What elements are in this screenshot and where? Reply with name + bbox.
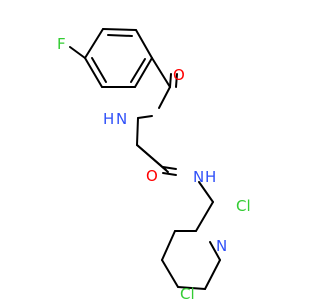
chlorine-label-2: Cl [180,285,195,300]
amide-h-label-2: H [205,168,216,186]
bond [84,57,103,88]
nitrogen-label-1: N [116,110,127,128]
bond [130,58,146,83]
fluorine-label: F [57,35,66,53]
bond [169,73,172,88]
ring-nitrogen-label: N [216,237,227,255]
bond [198,181,214,203]
bond [161,259,179,288]
fluorophenyl-ring [84,28,153,88]
chlorine-label-1: Cl [236,197,251,215]
bond [134,57,153,88]
bond [91,57,107,83]
bond [195,201,214,232]
nitrogen-label-2: N [193,168,204,186]
bond [136,144,169,173]
oxygen-label-1: O [173,66,185,84]
bond [162,172,177,176]
pyridine-ring [161,181,221,290]
bond [177,286,206,290]
bond [151,57,171,88]
bond [69,46,86,59]
bond [161,230,176,261]
molecule-diagram: F O H N O N H N Cl Cl [57,28,251,300]
bond [209,241,221,261]
bond [204,259,221,290]
bond [162,166,177,170]
structure-canvas: F O H N O N H N Cl Cl [57,28,251,300]
bond [158,86,171,109]
bond [137,115,153,119]
bond [102,28,137,31]
oxygen-label-2: O [146,167,158,185]
bond [107,34,133,37]
amide-h-label-1: H [103,110,114,128]
bond [136,117,139,146]
bond [84,28,104,59]
bond [175,73,178,88]
bond [135,29,153,59]
